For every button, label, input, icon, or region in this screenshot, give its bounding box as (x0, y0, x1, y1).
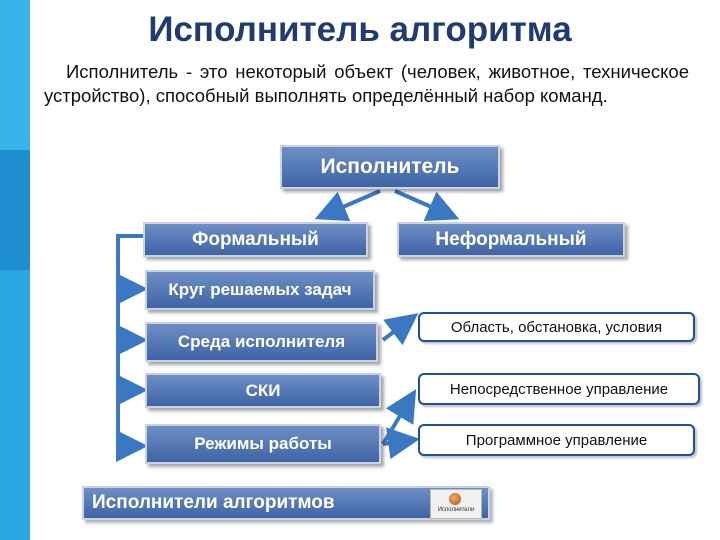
slide-title: Исполнитель алгоритма (148, 10, 572, 49)
node-direct-control: Непосредственное управление (418, 373, 700, 405)
arrow-env-note (381, 313, 419, 346)
app-icon (449, 493, 461, 505)
thumbnail-caption: Исполнители (437, 507, 475, 513)
definition-text: Исполнитель - это некоторый объект (чело… (44, 61, 689, 106)
node-informal: Неформальный (397, 222, 625, 257)
node-formal: Формальный (143, 222, 368, 257)
node-environment: Среда исполнителя (145, 322, 378, 362)
executors-thumbnail-image[interactable]: Исполнители (430, 489, 482, 519)
node-task-range: Круг решаемых задач (145, 270, 375, 310)
executors-link-banner[interactable]: Исполнители алгоритмов (82, 486, 490, 520)
arrow-program-control (382, 427, 420, 460)
node-ski: СКИ (145, 373, 381, 408)
node-environment-note: Область, обстановка, условия (418, 312, 695, 342)
root-node-executor: Исполнитель (280, 145, 500, 189)
arrow-to-formal (314, 189, 381, 222)
arrow-to-informal (394, 189, 460, 222)
node-program-control: Программное управление (418, 424, 695, 456)
node-work-modes: Режимы работы (145, 424, 381, 464)
executors-link-label: Исполнители алгоритмов (92, 492, 335, 513)
left-accent-bar (0, 0, 30, 540)
arrow-direct-control (381, 389, 417, 446)
